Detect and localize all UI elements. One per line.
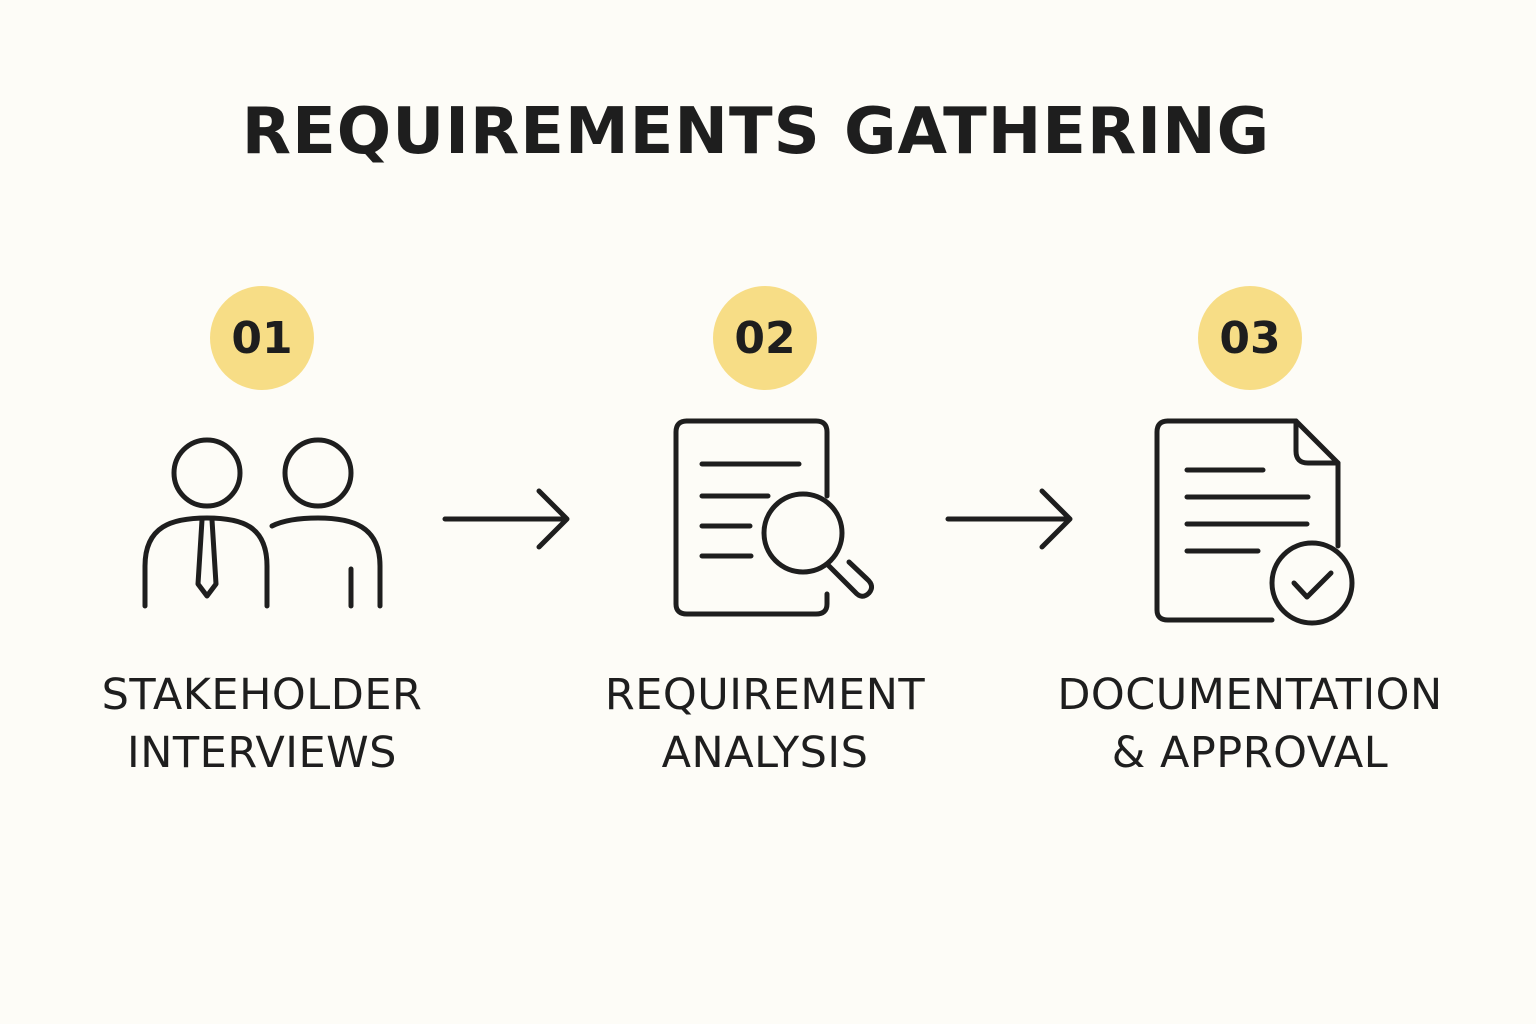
people-icon: [142, 437, 383, 609]
step-label: DOCUMENTATION & APPROVAL: [1057, 670, 1443, 778]
step-number-badge: 03: [1198, 286, 1302, 390]
document-approved-icon: [1154, 418, 1355, 626]
diagram-title: REQUIREMENTS GATHERING: [241, 95, 1271, 169]
arrow-right-icon: [945, 488, 1073, 550]
step-label: STAKEHOLDER INTERVIEWS: [101, 670, 423, 778]
step-label: REQUIREMENT ANALYSIS: [604, 670, 926, 778]
document-search-icon: [673, 418, 875, 617]
step-documentation-approval: 03 DOCUMENTATION & APPROVAL: [1050, 286, 1450, 778]
step-number-badge: 01: [210, 286, 314, 390]
arrow-right-icon: [442, 488, 570, 550]
step-stakeholder-interviews: 01 STAKEHOLDER INTERVIEWS: [62, 286, 462, 778]
step-requirement-analysis: 02 REQUIREMENT ANALYSIS: [565, 286, 965, 778]
step-number-badge: 02: [713, 286, 817, 390]
